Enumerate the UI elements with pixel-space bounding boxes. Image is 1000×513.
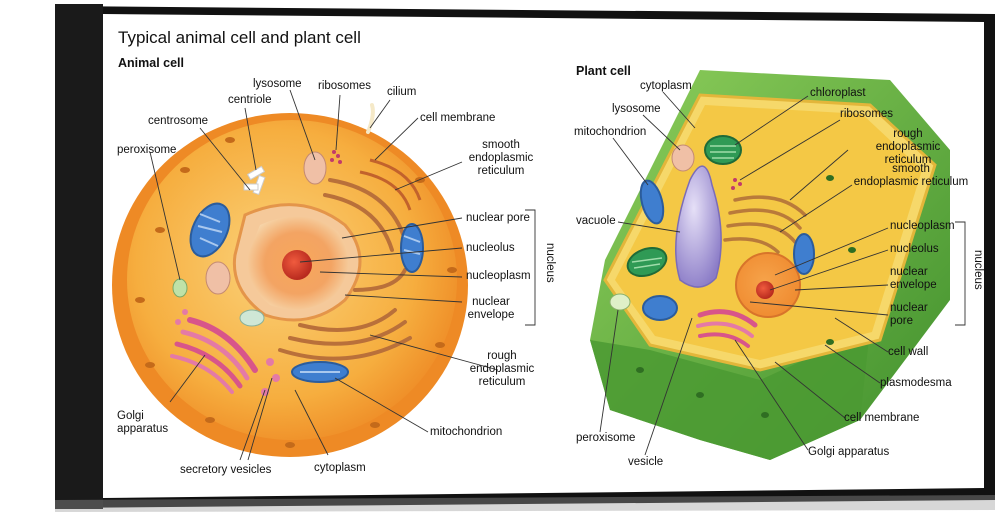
animal-label-cell-membrane: cell membrane bbox=[420, 112, 496, 124]
plant-cell-heading: Plant cell bbox=[576, 64, 631, 78]
animal-golgi-apparatus bbox=[170, 317, 258, 394]
plant-label-nucleoplasm: nucleoplasm bbox=[890, 220, 955, 232]
plant-chloroplast-1 bbox=[704, 135, 742, 165]
plant-golgi-apparatus bbox=[696, 309, 758, 348]
animal-label-golgi: Golgi apparatus bbox=[117, 410, 169, 435]
animal-lysosome-2 bbox=[205, 261, 231, 295]
animal-label-centrosome: centrosome bbox=[148, 115, 209, 127]
plant-label-golgi: Golgi apparatus bbox=[808, 446, 890, 458]
plant-lysosome bbox=[671, 144, 695, 172]
plant-label-chloroplast: chloroplast bbox=[810, 87, 866, 99]
animal-label-centriole: centriole bbox=[228, 94, 272, 106]
animal-label-secretory-vesicles: secretory vesicles bbox=[180, 464, 272, 476]
plant-mitochondrion-2 bbox=[642, 295, 678, 321]
animal-ribosomes bbox=[330, 150, 342, 164]
animal-label-rough-er: rough endoplasmic reticulum bbox=[469, 350, 535, 388]
plant-plasmodesmata bbox=[636, 175, 856, 418]
plant-label-ribosomes: ribosomes bbox=[840, 108, 894, 120]
animal-vesicle bbox=[239, 309, 265, 327]
plant-chloroplast-2 bbox=[626, 246, 668, 278]
animal-label-cilium: cilium bbox=[387, 86, 417, 98]
frame-bottom-shadow bbox=[55, 495, 995, 512]
plant-label-cell-membrane: cell membrane bbox=[844, 412, 920, 424]
plant-ribosomes bbox=[731, 178, 742, 190]
plant-peroxisome bbox=[609, 293, 631, 311]
animal-smooth-er bbox=[359, 158, 422, 211]
plant-vacuole bbox=[675, 165, 722, 288]
plant-label-mitochondrion: mitochondrion bbox=[574, 126, 647, 138]
animal-label-smooth-er: smooth endoplasmic reticulum bbox=[468, 139, 534, 177]
animal-label-nucleoplasm: nucleoplasm bbox=[466, 270, 531, 282]
plant-label-rough-er: rough endoplasmic reticulum bbox=[875, 128, 941, 166]
animal-peroxisome bbox=[172, 278, 188, 298]
animal-mitochondrion-2 bbox=[400, 223, 424, 273]
plant-cell-illustration bbox=[590, 70, 950, 460]
animal-label-nucleus-bracket: nucleus bbox=[544, 243, 556, 283]
plant-cytoplasm bbox=[615, 105, 922, 360]
animal-label-nucleolus: nucleolus bbox=[466, 242, 515, 254]
plant-label-vesicle: vesicle bbox=[628, 456, 664, 468]
animal-label-lysosome: lysosome bbox=[253, 78, 302, 90]
plant-mitochondrion-1 bbox=[639, 179, 665, 225]
plant-label-nuclear-envelope: nuclear envelope bbox=[890, 266, 937, 291]
plant-label-nucleus-bracket: nucleus bbox=[972, 250, 984, 290]
animal-label-mitochondrion: mitochondrion bbox=[430, 426, 503, 438]
animal-nucleolus bbox=[282, 250, 312, 280]
plant-label-cytoplasm: cytoplasm bbox=[640, 80, 692, 92]
animal-cell-illustration bbox=[112, 103, 468, 457]
plant-label-nuclear-pore: nuclear pore bbox=[890, 302, 928, 327]
animal-mitochondrion-3 bbox=[291, 361, 349, 383]
animal-cilium bbox=[366, 103, 375, 134]
animal-centriole bbox=[243, 165, 266, 196]
plant-label-cell-wall: cell wall bbox=[888, 346, 929, 358]
animal-membrane-pores bbox=[135, 137, 457, 448]
animal-label-nuclear-pore: nuclear pore bbox=[466, 212, 530, 224]
animal-lysosome-1 bbox=[303, 151, 327, 185]
animal-rough-er bbox=[278, 178, 412, 361]
plant-label-lysosome: lysosome bbox=[612, 103, 661, 115]
animal-label-nuclear-envelope: nuclear envelope bbox=[467, 296, 515, 321]
frame-left-edge bbox=[55, 4, 103, 509]
plant-mitochondrion-3 bbox=[793, 233, 815, 275]
animal-label-ribosomes: ribosomes bbox=[318, 80, 372, 92]
plant-label-plasmodesma: plasmodesma bbox=[880, 377, 952, 389]
plant-label-peroxisome: peroxisome bbox=[576, 432, 636, 444]
page-title: Typical animal cell and plant cell bbox=[118, 28, 361, 47]
animal-secretory-vesicles bbox=[175, 309, 280, 396]
animal-cell-heading: Animal cell bbox=[118, 56, 184, 70]
plant-nucleolus bbox=[756, 281, 774, 299]
animal-mitochondrion-1 bbox=[189, 202, 231, 258]
plant-rough-er bbox=[723, 195, 807, 254]
plant-label-nucleolus: nucleolus bbox=[890, 243, 939, 255]
animal-label-cytoplasm: cytoplasm bbox=[314, 462, 366, 474]
plant-label-smooth-er: smooth endoplasmic reticulum bbox=[853, 163, 969, 188]
leader-lines bbox=[149, 89, 966, 461]
plant-cell-wall-front bbox=[590, 330, 870, 460]
animal-label-peroxisome: peroxisome bbox=[117, 144, 177, 156]
plant-label-vacuole: vacuole bbox=[576, 215, 616, 227]
